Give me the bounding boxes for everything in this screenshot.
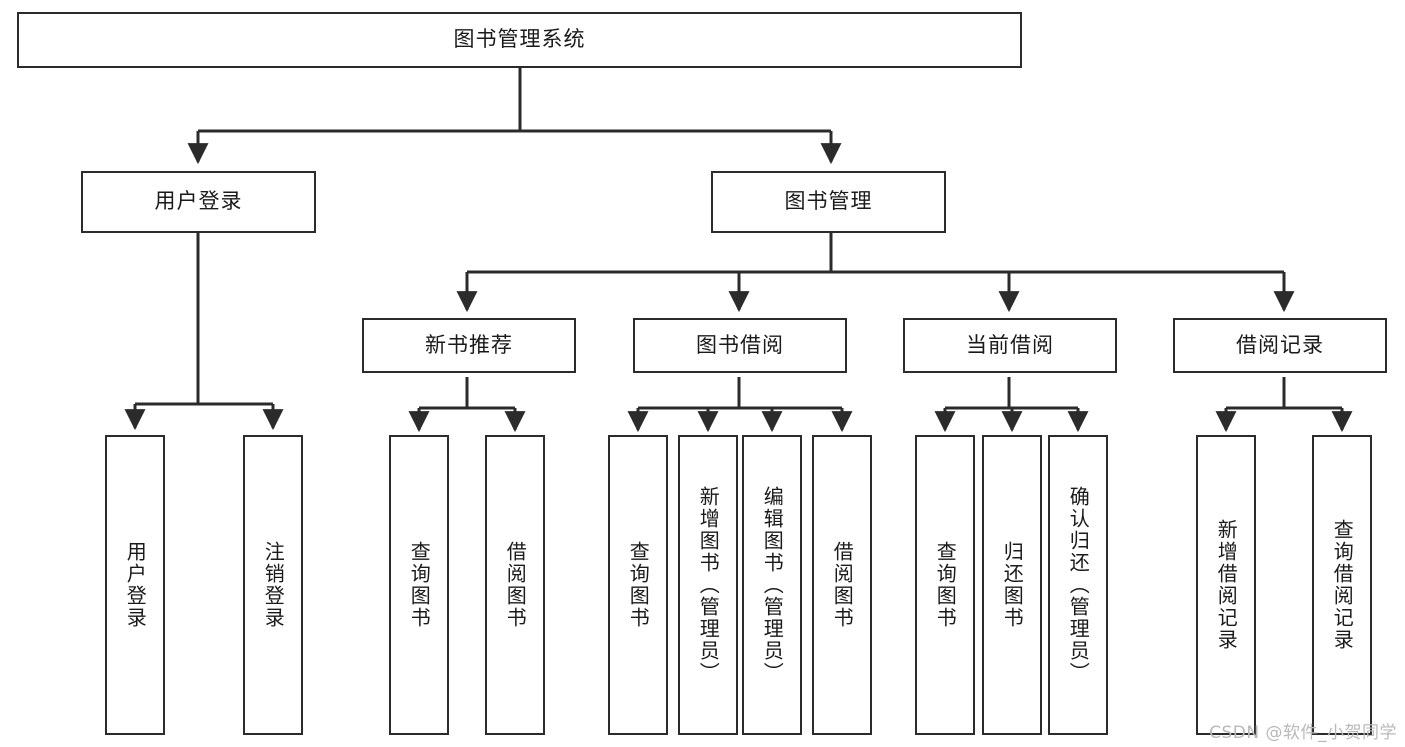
leaf-borrow-edit-book-admin[interactable]: 编辑图书（管理员）: [742, 435, 802, 735]
node-book-borrow[interactable]: 图书借阅: [633, 318, 847, 373]
leaf-user-login-login[interactable]: 用户登录: [105, 435, 165, 735]
node-new-book-recommend[interactable]: 新书推荐: [362, 318, 576, 373]
leaf-user-login-logout[interactable]: 注销登录: [243, 435, 303, 735]
leaf-recommend-query-book[interactable]: 查询图书: [389, 435, 449, 735]
leaf-borrow-borrow-book[interactable]: 借阅图书: [812, 435, 872, 735]
leaf-label: 确认归还（管理员）: [1066, 486, 1091, 684]
node-borrow-records[interactable]: 借阅记录: [1173, 318, 1387, 373]
leaf-label: 查询借阅记录: [1330, 519, 1355, 651]
leaf-borrow-add-book-admin[interactable]: 新增图书（管理员）: [678, 435, 738, 735]
node-label: 图书管理系统: [453, 27, 586, 52]
leaf-label: 查询图书: [626, 541, 651, 629]
node-book-management[interactable]: 图书管理: [711, 171, 946, 233]
node-label: 图书管理: [784, 189, 873, 214]
leaf-label: 查询图书: [407, 541, 432, 629]
node-root-book-management-system[interactable]: 图书管理系统: [17, 12, 1022, 68]
leaf-label: 注销登录: [261, 541, 286, 629]
leaf-label: 用户登录: [123, 541, 148, 629]
node-label: 当前借阅: [966, 332, 1054, 357]
node-label: 借阅记录: [1236, 332, 1324, 357]
leaf-label: 查询图书: [933, 541, 958, 629]
leaf-label: 新增借阅记录: [1214, 519, 1239, 651]
leaf-label: 借阅图书: [503, 541, 528, 629]
node-label: 用户登录: [154, 189, 243, 214]
leaf-current-return-book[interactable]: 归还图书: [982, 435, 1042, 735]
node-current-borrow[interactable]: 当前借阅: [903, 318, 1117, 373]
leaf-label: 编辑图书（管理员）: [760, 486, 785, 684]
watermark-text: CSDN @软件_小贺同学: [1209, 723, 1397, 743]
leaf-label: 归还图书: [1000, 541, 1025, 629]
node-user-login[interactable]: 用户登录: [81, 171, 316, 233]
leaf-current-query-book[interactable]: 查询图书: [915, 435, 975, 735]
node-label: 新书推荐: [425, 332, 513, 357]
leaf-label: 新增图书（管理员）: [696, 486, 721, 684]
leaf-current-confirm-return-admin[interactable]: 确认归还（管理员）: [1048, 435, 1108, 735]
leaf-records-add-record[interactable]: 新增借阅记录: [1196, 435, 1256, 735]
leaf-label: 借阅图书: [830, 541, 855, 629]
leaf-recommend-borrow-book[interactable]: 借阅图书: [485, 435, 545, 735]
leaf-borrow-query-book[interactable]: 查询图书: [608, 435, 668, 735]
node-label: 图书借阅: [696, 332, 784, 357]
leaf-records-query-record[interactable]: 查询借阅记录: [1312, 435, 1372, 735]
